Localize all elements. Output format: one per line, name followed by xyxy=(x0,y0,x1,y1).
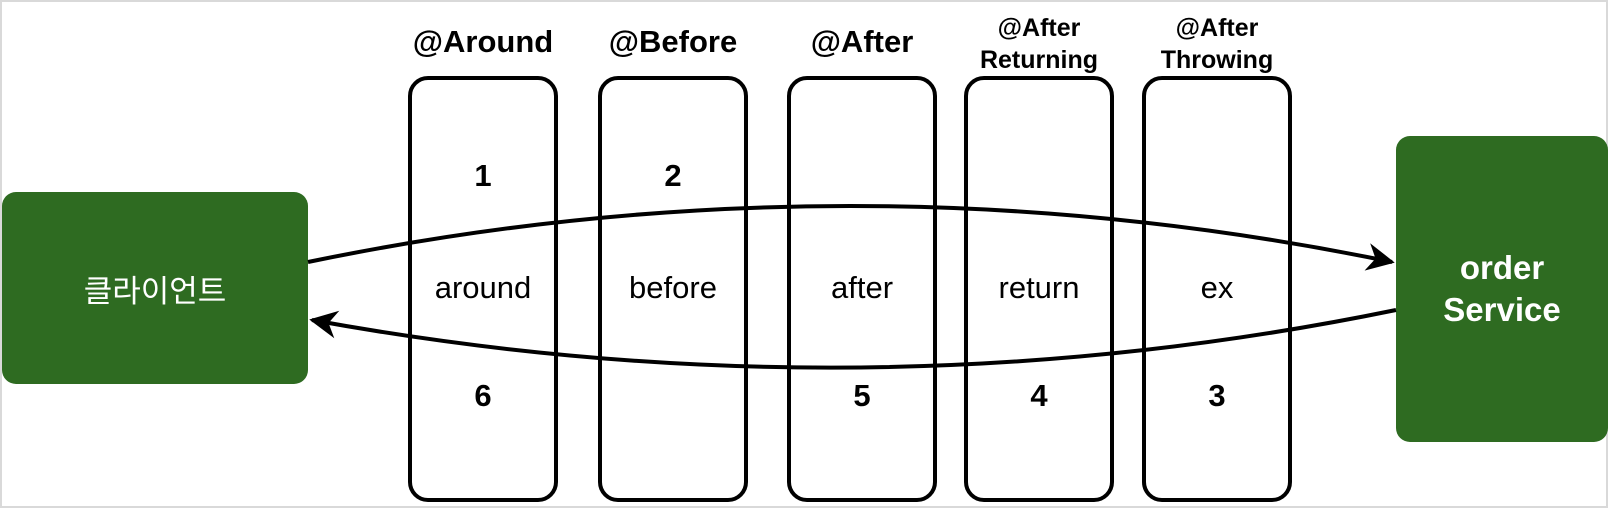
response-arrow xyxy=(309,308,1397,370)
step-number-before-top: 2 xyxy=(664,158,682,193)
step-number-after-throwing-bottom: 3 xyxy=(1208,378,1226,413)
column-title-line: @After xyxy=(1175,14,1259,42)
request-arrow xyxy=(307,204,1395,271)
step-number-after-bottom: 5 xyxy=(853,378,871,413)
advice-label-around: around xyxy=(434,270,532,305)
step-number-after-returning-bottom: 4 xyxy=(1030,378,1048,413)
advice-column-around xyxy=(408,76,558,502)
advice-column-after xyxy=(787,76,937,502)
column-title-line: @After xyxy=(810,24,914,59)
client-node: 클라이언트 xyxy=(2,192,308,384)
column-title-line: @After xyxy=(997,14,1081,42)
advice-column-after-returning xyxy=(964,76,1114,502)
column-title-line: @Before xyxy=(608,24,738,59)
client-label: 클라이언트 xyxy=(83,273,227,310)
column-title-line: Throwing xyxy=(1160,46,1274,74)
advice-label-after: after xyxy=(830,270,894,305)
column-title-line: Returning xyxy=(979,46,1099,74)
advice-label-after-throwing: ex xyxy=(1200,270,1234,305)
column-title-around: @Around xyxy=(388,22,578,62)
service-label-line1: order xyxy=(1459,249,1545,286)
advice-label-before: before xyxy=(629,270,717,305)
step-number-around-top: 1 xyxy=(474,158,492,193)
column-title-after: @After xyxy=(767,22,957,62)
advice-label-after-returning: return xyxy=(998,270,1080,305)
service-label-line2: Service xyxy=(1443,291,1561,328)
order-service-node: order Service xyxy=(1396,136,1608,442)
column-title-line: @Around xyxy=(412,24,554,59)
step-number-around-bottom: 6 xyxy=(474,378,492,413)
column-title-before: @Before xyxy=(578,22,768,62)
advice-column-after-throwing xyxy=(1142,76,1292,502)
advice-column-before xyxy=(598,76,748,502)
